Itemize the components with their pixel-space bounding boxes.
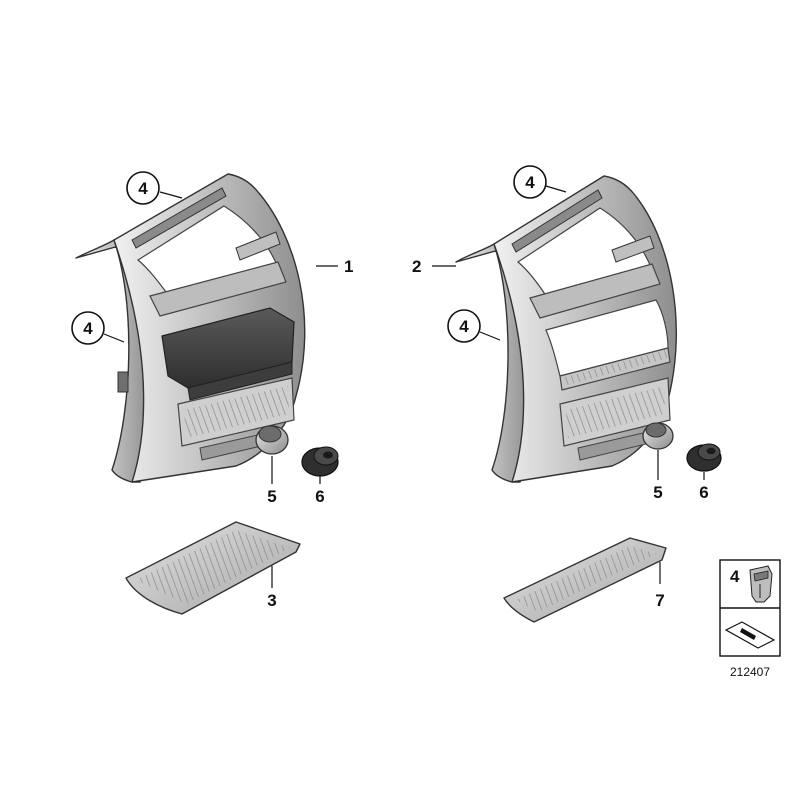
- svg-text:6: 6: [699, 483, 708, 502]
- legend-box: 4: [719, 559, 781, 657]
- cover-right: [503, 537, 667, 623]
- svg-text:4: 4: [83, 319, 93, 338]
- clip-icon: [749, 565, 773, 603]
- socket-plug-left: [301, 446, 339, 477]
- socket-ring-right: [642, 422, 674, 450]
- diagram-id: 212407: [730, 665, 770, 679]
- svg-text:7: 7: [655, 591, 664, 610]
- callout-clip-side-left: 4: [71, 311, 125, 345]
- svg-text:5: 5: [267, 487, 276, 506]
- trim-panel-left: [75, 173, 306, 483]
- socket-plug-right: [686, 443, 722, 472]
- label-trim-right: 2: [412, 257, 456, 276]
- svg-text:2: 2: [412, 257, 421, 276]
- callout-clip-top-left: 4: [126, 171, 183, 205]
- svg-text:4: 4: [730, 567, 740, 586]
- trim-panel-right: [455, 175, 677, 483]
- label-socket-plug-right: 6: [699, 472, 709, 502]
- svg-text:4: 4: [525, 173, 535, 192]
- label-socket-ring-left: 5: [267, 456, 277, 506]
- svg-text:1: 1: [344, 257, 353, 276]
- svg-text:4: 4: [138, 179, 148, 198]
- cover-left: [125, 521, 301, 615]
- label-socket-ring-right: 5: [653, 450, 663, 502]
- svg-text:5: 5: [653, 483, 662, 502]
- svg-text:3: 3: [267, 591, 276, 610]
- label-trim-left: 1: [316, 257, 353, 276]
- label-cover-right: 7: [655, 562, 665, 610]
- callout-clip-side-right: 4: [447, 309, 501, 343]
- wedge-tool-icon: [724, 621, 776, 649]
- socket-ring-left: [255, 425, 289, 455]
- label-socket-plug-left: 6: [315, 476, 325, 506]
- callout-clip-top-right: 4: [513, 165, 567, 199]
- label-cover-left: 3: [267, 566, 277, 610]
- svg-text:6: 6: [315, 487, 324, 506]
- svg-text:4: 4: [459, 317, 469, 336]
